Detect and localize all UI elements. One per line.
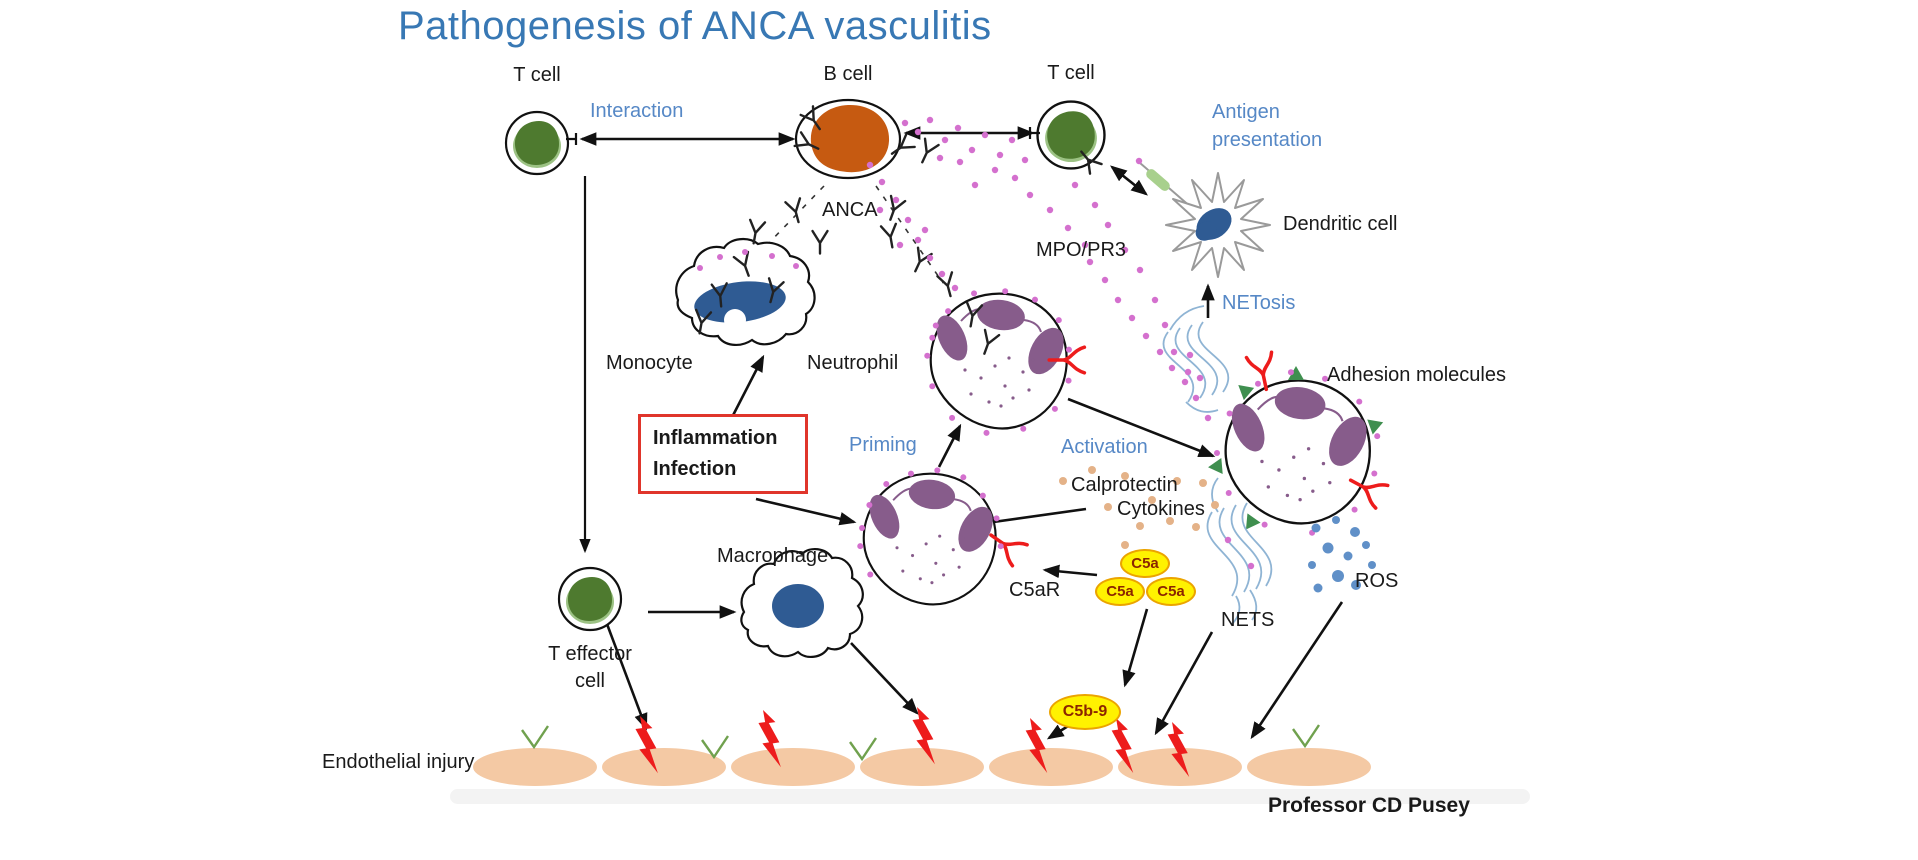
infection-label: Infection — [653, 458, 737, 480]
endothelial-cell — [602, 748, 726, 786]
dendritic-cell-label: Dendritic cell — [1283, 213, 1398, 235]
t-cell-left-label: T cell — [513, 64, 561, 86]
anca-release-lines — [765, 185, 944, 284]
activation-arrow — [1067, 397, 1216, 458]
antigen-presentation-arrow — [1110, 165, 1148, 196]
nets-label: NETS — [1221, 609, 1275, 631]
t-effector-cell-shape — [557, 566, 623, 632]
priming-arrow — [937, 423, 962, 468]
t-cell-left-shape — [504, 110, 570, 176]
t-effector-label-1: T effector — [548, 643, 632, 665]
b-cell-label: B cell — [823, 63, 873, 85]
antigen-presentation-label-2: presentation — [1212, 129, 1323, 151]
mpo-pr3-dots — [697, 116, 1381, 593]
page-title: Pathogenesis of ANCA vasculitis — [398, 4, 992, 48]
endothelial-cell — [731, 748, 855, 786]
endothelial-cell — [860, 748, 984, 786]
ros-injury-arrow — [1250, 601, 1344, 740]
t-effector-label-2: cell — [574, 670, 606, 692]
c5a-c5b9-arrow — [1122, 608, 1149, 688]
ros-label: ROS — [1355, 570, 1399, 592]
nets-injury-arrow — [1154, 631, 1214, 736]
anca-label: ANCA — [822, 199, 878, 221]
neutrophil-resting-shape — [862, 472, 1001, 606]
macrophage-label: Macrophage — [717, 545, 829, 567]
author-credit: Professor CD Pusey — [1268, 794, 1470, 817]
interaction-label: Interaction — [590, 100, 684, 122]
mpo-pr3-label: MPO/PR3 — [1036, 239, 1127, 261]
c5a-badge: C5a — [1095, 577, 1145, 606]
endothelial-injury-label: Endothelial injury — [322, 751, 475, 773]
neutrophil-activated-shape — [1224, 379, 1376, 525]
priming-label: Priming — [849, 434, 917, 456]
c5a-c5ar-arrow — [1042, 564, 1098, 579]
macrophage-injury-arrow — [850, 642, 919, 715]
endothelial-cell — [989, 748, 1113, 786]
antigen-presentation-label-1: Antigen — [1212, 101, 1280, 123]
c5a-badge: C5a — [1146, 577, 1196, 606]
b-cell-shape — [794, 98, 902, 180]
cytokines-label: Cytokines — [1117, 498, 1205, 520]
c5b9-badge: C5b-9 — [1049, 694, 1121, 730]
inflammation-label: Inflammation — [653, 427, 778, 449]
calprotectin-label: Calprotectin — [1071, 474, 1178, 496]
presented-antigen — [1146, 169, 1170, 191]
macrophage-shape — [740, 548, 864, 658]
endothelial-cell — [473, 748, 597, 786]
t-cell-right-shape — [1036, 100, 1106, 170]
neutrophil-label: Neutrophil — [807, 352, 899, 374]
c5a-badge: C5a — [1120, 549, 1170, 578]
c5ar-label: C5aR — [1009, 579, 1061, 601]
dendritic-cell-shape — [1139, 162, 1271, 278]
endothelial-cell — [1247, 748, 1371, 786]
adhesion-molecule-triangles — [1208, 366, 1384, 530]
netosis-label: NETosis — [1222, 292, 1296, 314]
adhesion-molecules-label: Adhesion molecules — [1327, 364, 1506, 386]
inflammation-infection-box: Inflammation Infection — [638, 414, 808, 494]
nets-fibers — [1162, 305, 1273, 625]
endothelium-shadow — [450, 789, 1530, 804]
activation-label: Activation — [1061, 436, 1148, 458]
t-cell-right-label: T cell — [1047, 62, 1095, 84]
inflammation-neutrophil-arrow — [755, 497, 857, 526]
teffector-injury-arrow — [605, 623, 648, 731]
tcr-bars — [566, 127, 1040, 145]
monocyte-label: Monocyte — [606, 352, 693, 374]
